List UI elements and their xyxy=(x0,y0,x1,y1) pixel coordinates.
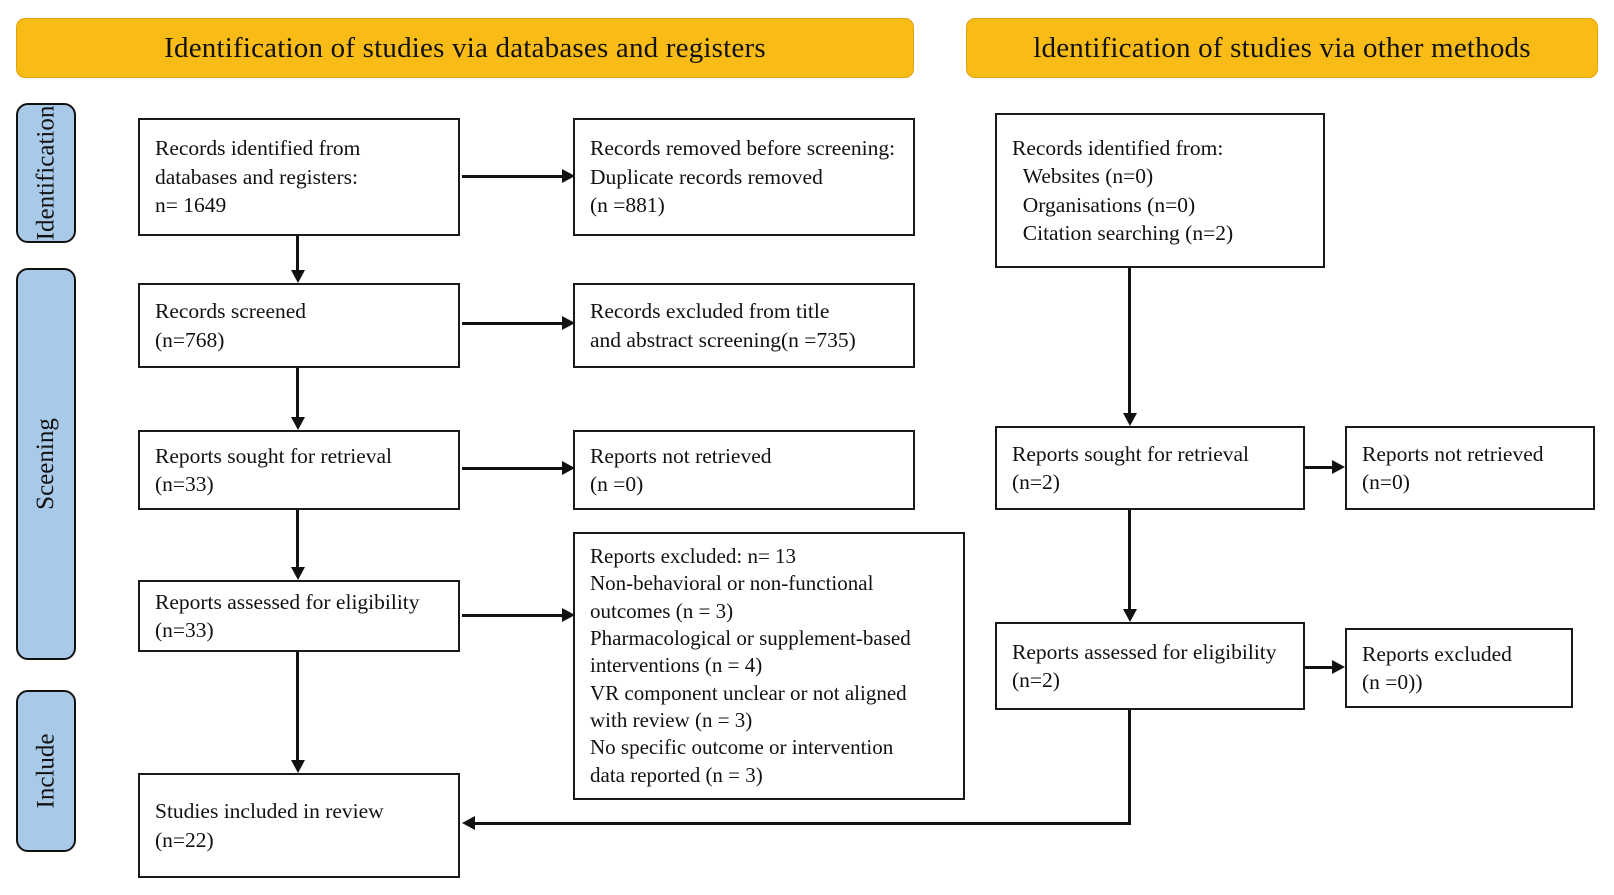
stage-identification: Identification xyxy=(16,103,76,243)
node-reports-excluded-reasons: Reports excluded: n= 13 Non-behavioral o… xyxy=(573,532,965,800)
node-records-excluded-title-text: Records excluded from title and abstract… xyxy=(590,299,856,352)
node-reports-sought-other: Reports sought for retrieval (n=2) xyxy=(995,426,1305,510)
node-records-screened-text: Records screened (n=768) xyxy=(155,299,307,352)
node-reports-assessed-other-text: Reports assessed for eligibility (n=2) xyxy=(1012,639,1277,692)
node-reports-excluded-other: Reports excluded (n =0)) xyxy=(1345,628,1573,708)
stage-screening: Sceening xyxy=(16,268,76,660)
node-records-screened: Records screened (n=768) xyxy=(138,283,460,368)
node-records-removed-text: Records removed before screening: Duplic… xyxy=(590,136,896,218)
node-records-identified-other: Records identified from: Websites (n=0) … xyxy=(995,113,1325,268)
stage-include-label: Include xyxy=(32,733,59,809)
stage-screening-label: Sceening xyxy=(32,418,60,510)
node-reports-not-retrieved-db-text: Reports not retrieved (n =0) xyxy=(590,443,772,496)
node-reports-excluded-other-text: Reports excluded (n =0)) xyxy=(1362,641,1512,694)
node-reports-sought-db: Reports sought for retrieval (n=33) xyxy=(138,430,460,510)
node-reports-not-retrieved-other: Reports not retrieved (n=0) xyxy=(1345,426,1595,510)
node-records-excluded-title: Records excluded from title and abstract… xyxy=(573,283,915,368)
node-studies-included: Studies included in review (n=22) xyxy=(138,773,460,878)
node-reports-assessed-db: Reports assessed for eligibility (n=33) xyxy=(138,580,460,652)
node-studies-included-text: Studies included in review (n=22) xyxy=(155,799,384,852)
node-records-removed: Records removed before screening: Duplic… xyxy=(573,118,915,236)
node-reports-not-retrieved-other-text: Reports not retrieved (n=0) xyxy=(1362,441,1544,494)
node-reports-sought-other-text: Reports sought for retrieval (n=2) xyxy=(1012,441,1250,494)
stage-include: Include xyxy=(16,690,76,852)
node-records-identified-other-text: Records identified from: Websites (n=0) … xyxy=(1012,135,1234,245)
node-reports-sought-db-text: Reports sought for retrieval (n=33) xyxy=(155,443,393,496)
node-reports-assessed-db-text: Reports assessed for eligibility (n=33) xyxy=(155,589,420,642)
node-records-identified-db: Records identified from databases and re… xyxy=(138,118,460,236)
node-reports-excluded-reasons-text: Reports excluded: n= 13 Non-behavioral o… xyxy=(590,544,911,787)
node-reports-assessed-other: Reports assessed for eligibility (n=2) xyxy=(995,622,1305,710)
stage-identification-label: Identification xyxy=(32,105,60,241)
node-records-identified-db-text: Records identified from databases and re… xyxy=(155,136,361,218)
node-reports-not-retrieved-db: Reports not retrieved (n =0) xyxy=(573,430,915,510)
header-databases-registers: Identification of studies via databases … xyxy=(16,18,914,78)
header-other-methods: ldentification of studies via other meth… xyxy=(966,18,1598,78)
